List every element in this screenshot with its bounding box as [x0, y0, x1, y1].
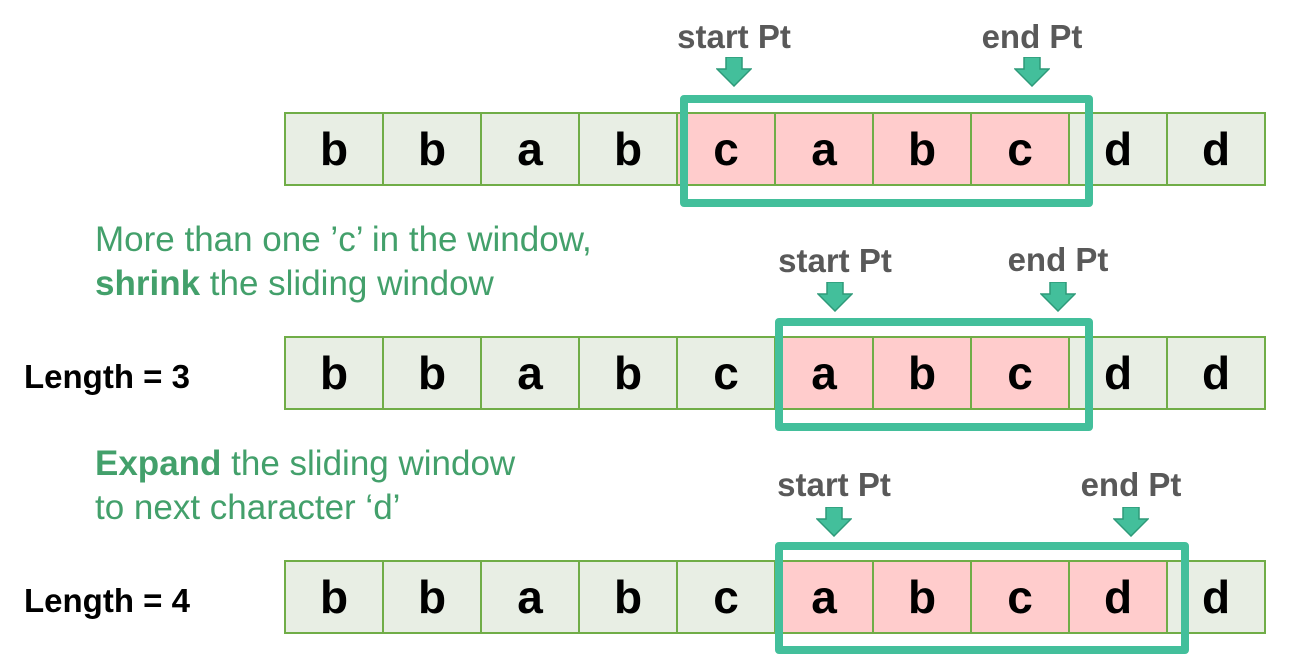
start-arrow-icon — [816, 507, 852, 537]
pointer-label-start-row3: start Pt — [777, 466, 891, 503]
pointer-label-start-row1: start Pt — [677, 18, 791, 55]
pointer-label-end-row3: end Pt — [1080, 466, 1182, 503]
char-cell: b — [382, 336, 482, 410]
char-cell: d — [1068, 336, 1168, 410]
char-cell: b — [284, 336, 384, 410]
shrink-note-line1: More than one ’c’ in the window, — [95, 220, 592, 259]
char-cell: c — [676, 336, 776, 410]
pointer-label-end-row2: end Pt — [1007, 241, 1109, 278]
expand-keyword: Expand — [95, 444, 222, 483]
char-row-1: b b a b c a b c d d — [284, 112, 1266, 186]
end-arrow-icon — [1014, 57, 1050, 87]
char-cell: a — [480, 560, 580, 634]
sliding-window-frame — [680, 95, 1093, 207]
start-arrow-icon — [716, 57, 752, 87]
length-label-row3: Length = 4 — [24, 582, 190, 619]
end-arrow-icon — [1040, 282, 1076, 312]
char-cell: d — [1068, 112, 1168, 186]
char-cell: b — [382, 112, 482, 186]
char-cell-in-window: d — [1068, 560, 1168, 634]
char-cell: b — [284, 112, 384, 186]
char-row-3: b b a b c a b c d d — [284, 560, 1266, 634]
char-cell: a — [480, 112, 580, 186]
char-cell-in-window: a — [774, 112, 874, 186]
char-cell-in-window: c — [970, 560, 1070, 634]
char-row-2: b b a b c a b c d d — [284, 336, 1266, 410]
char-cell: b — [578, 336, 678, 410]
char-cell-in-window: c — [970, 336, 1070, 410]
expand-note: Expand the sliding window to next charac… — [95, 442, 515, 530]
length-label-row2: Length = 3 — [24, 358, 190, 395]
end-arrow-icon — [1113, 507, 1149, 537]
expand-note-line2: to next character ‘d’ — [95, 488, 401, 527]
expand-note-rest: the sliding window — [221, 444, 516, 483]
char-cell: d — [1166, 336, 1266, 410]
char-cell: b — [284, 560, 384, 634]
char-cell: d — [1166, 112, 1266, 186]
shrink-note: More than one ’c’ in the window, shrink … — [95, 218, 592, 306]
char-cell-in-window: c — [676, 112, 776, 186]
char-cell: a — [480, 336, 580, 410]
start-arrow-icon — [817, 282, 853, 312]
sliding-window-frame — [775, 318, 1093, 431]
char-cell: c — [676, 560, 776, 634]
char-cell-in-window: b — [872, 560, 972, 634]
shrink-note-rest: the sliding window — [200, 264, 494, 303]
char-cell-in-window: b — [872, 112, 972, 186]
char-cell: b — [382, 560, 482, 634]
expand-note-line1: Expand the sliding window — [95, 442, 515, 486]
shrink-keyword: shrink — [95, 264, 201, 303]
char-cell: b — [578, 112, 678, 186]
char-cell-in-window: c — [970, 112, 1070, 186]
pointer-label-end-row1: end Pt — [981, 18, 1083, 55]
shrink-note-line2: shrink the sliding window — [95, 262, 592, 306]
sliding-window-frame — [775, 542, 1189, 654]
char-cell: b — [578, 560, 678, 634]
pointer-label-start-row2: start Pt — [778, 242, 892, 279]
